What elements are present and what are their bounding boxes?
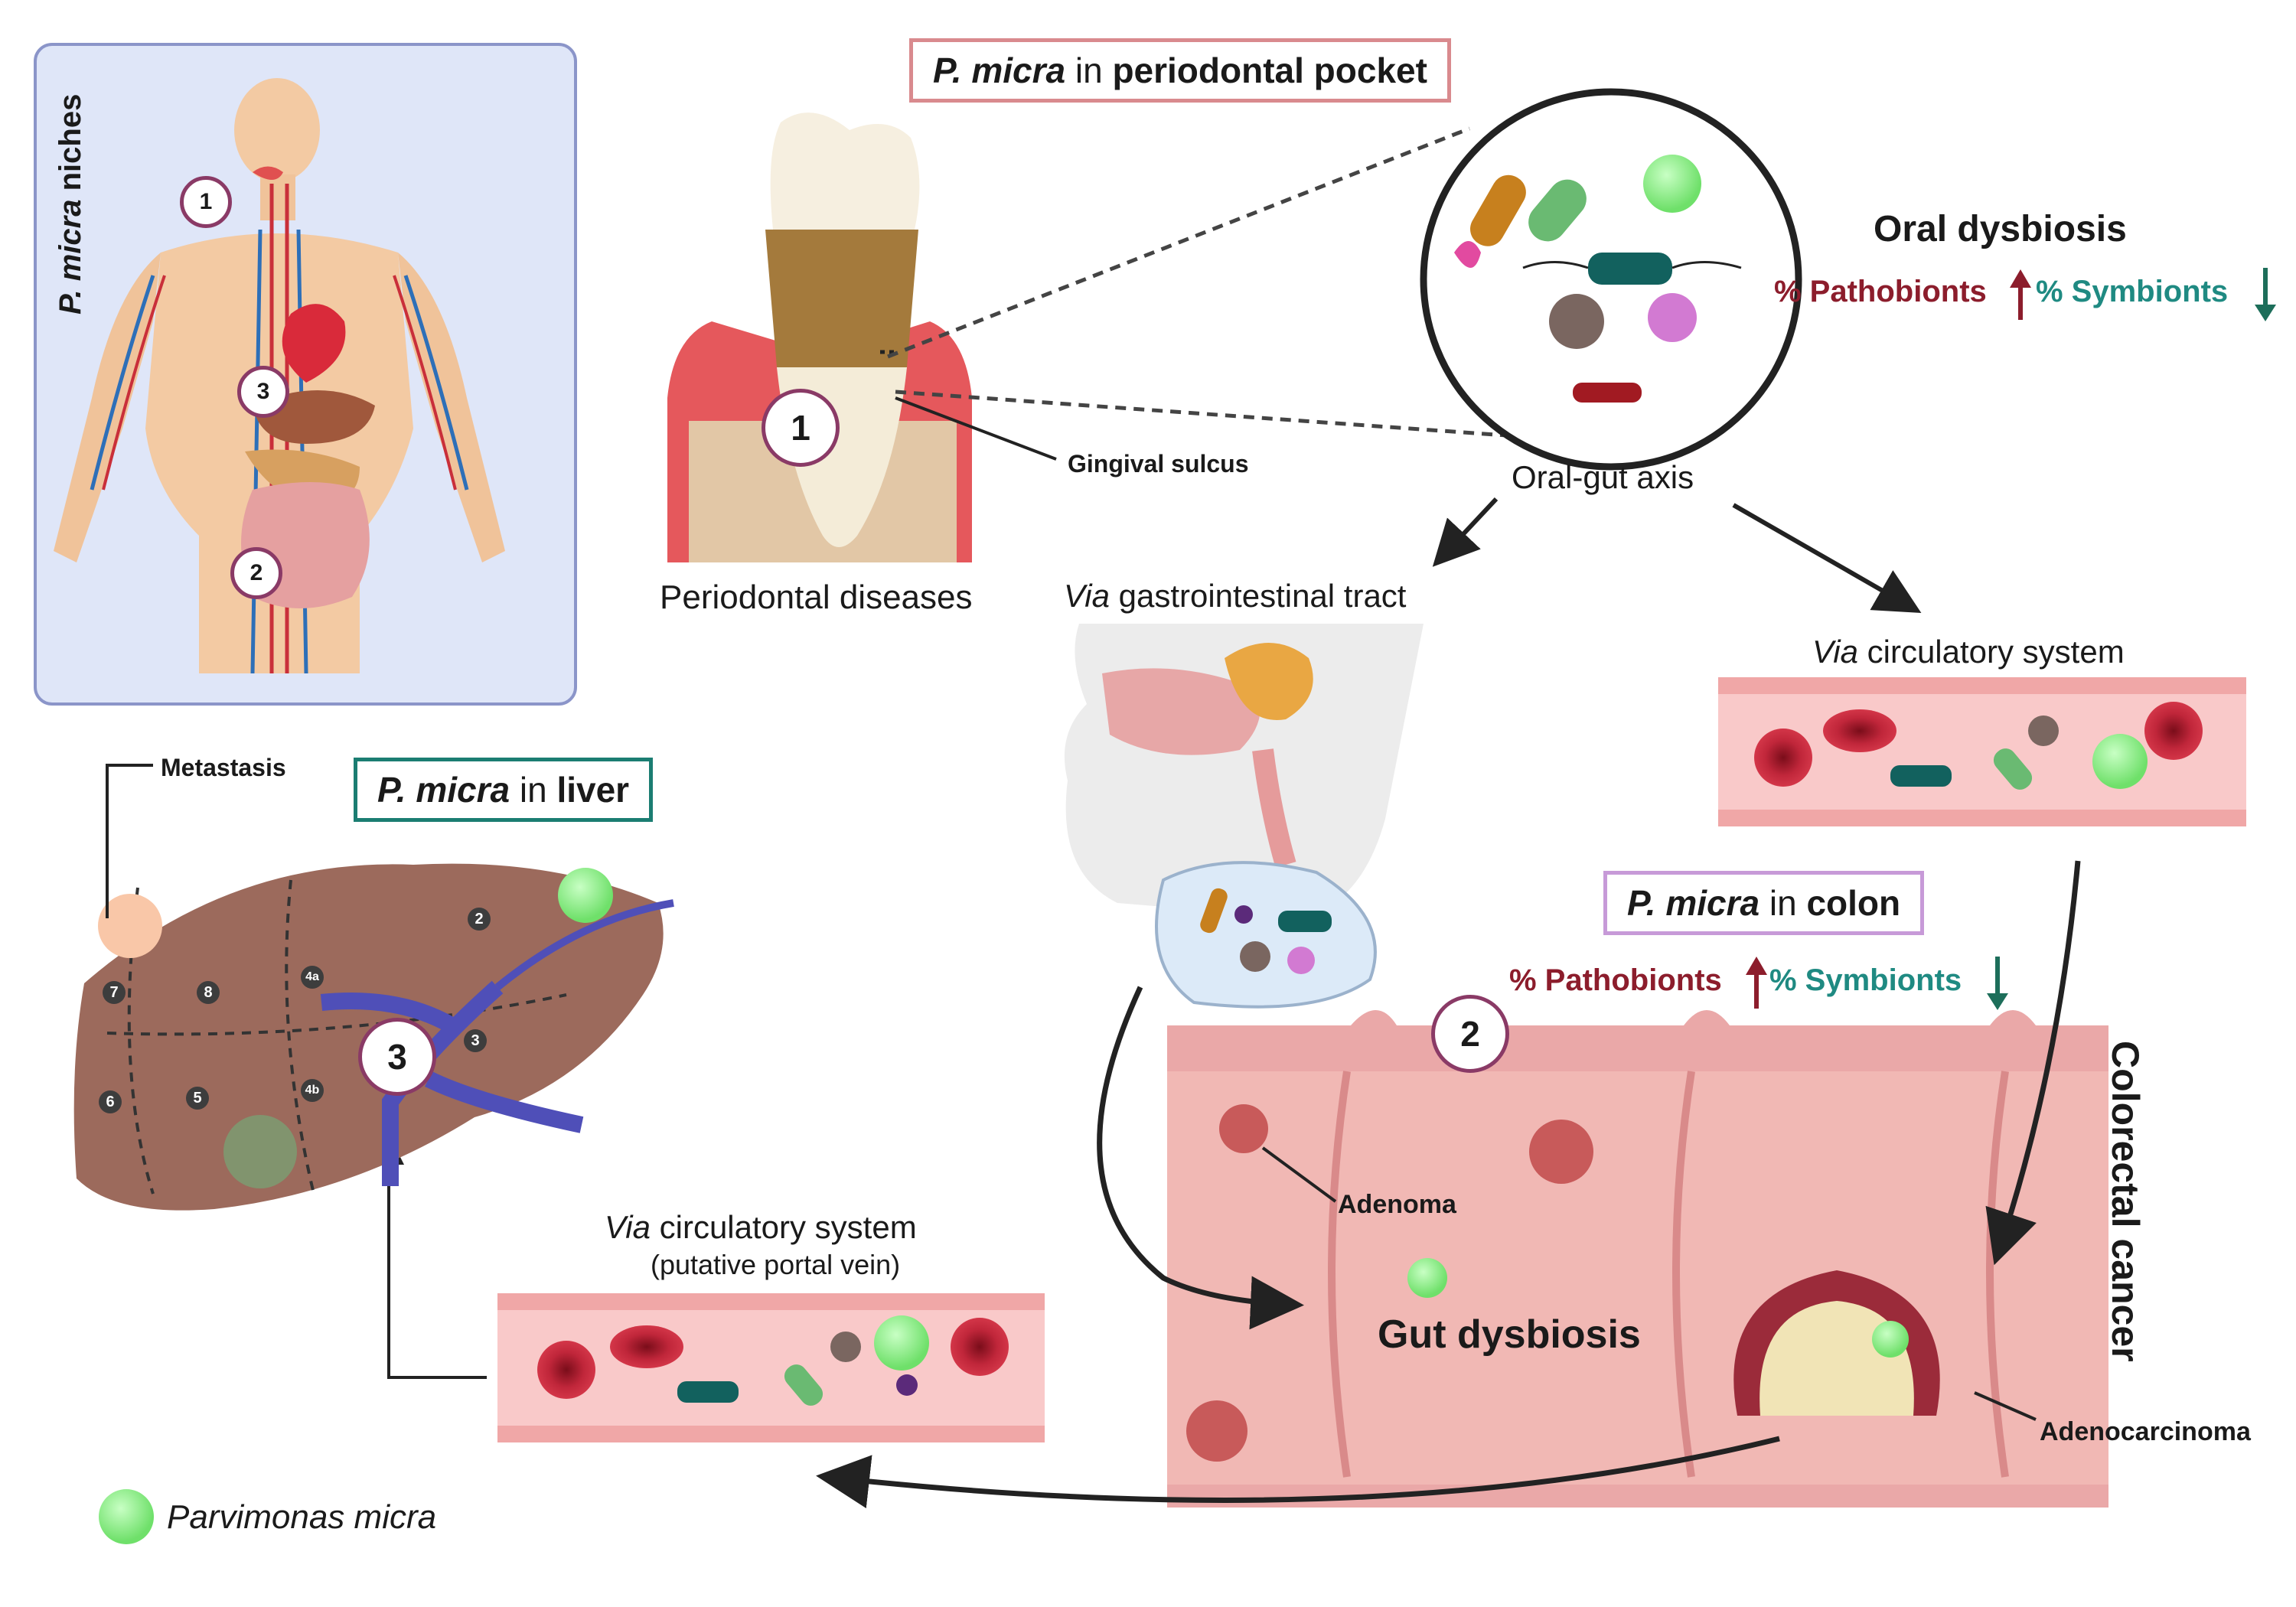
niches-title: P. micra niches: [54, 93, 87, 315]
oral-pathobionts-label: % Pathobionts: [1774, 275, 1987, 308]
zoom-line-bottom: [895, 390, 1539, 440]
colorectal-cancer-label: Colorectal cancer: [2104, 1041, 2147, 1362]
oral-trend-arrows: [2010, 268, 2276, 321]
head-gi-illustration: [1064, 624, 1424, 1009]
gingival-sulcus-label: Gingival sulcus: [1068, 450, 1249, 478]
niche-marker-2: 2: [230, 547, 282, 599]
portal-route-label: Via circulatory system: [605, 1209, 917, 1245]
oral-dysbiosis-title: Oral dysbiosis: [1874, 209, 2127, 249]
colon-label: P. micra in colon: [1603, 871, 1925, 935]
periodontal-pocket-label: P. micra in periodontal pocket: [909, 38, 1451, 103]
periodontal-diseases-caption: Periodontal diseases: [660, 579, 973, 616]
liver-segment-8: 8: [197, 981, 220, 1004]
adenocarcinoma-label: Adenocarcinoma: [2040, 1417, 2251, 1446]
human-body-figure: [54, 78, 505, 674]
periodontal-marker: 1: [762, 389, 840, 467]
colon-pathobionts-label: % Pathobionts: [1509, 963, 1722, 997]
gut-dysbiosis-label: Gut dysbiosis: [1378, 1312, 1641, 1357]
arrow-portal-to-liver: [373, 1134, 487, 1379]
oral-microbiome-circle: [1420, 88, 1802, 471]
tooth-illustration: [667, 112, 972, 562]
liver-segment-7: 7: [103, 981, 126, 1004]
liver-segment-5: 5: [186, 1087, 209, 1110]
legend-p-micra-dot: [99, 1489, 154, 1544]
adenocarcinoma-pointer: [1974, 1391, 2037, 1421]
sulcus-pointer: [895, 396, 1057, 461]
portal-route-sublabel: (putative portal vein): [651, 1249, 901, 1280]
niche-marker-3: 3: [237, 366, 289, 418]
liver-label: P. micra in liver: [354, 758, 654, 822]
arrow-to-gi: [1432, 497, 1499, 567]
niches-panel: [34, 43, 577, 706]
blood-vessel-right: [1718, 677, 2246, 826]
metastasis-label: Metastasis: [161, 754, 286, 781]
adenoma-label: Adenoma: [1338, 1190, 1456, 1219]
colon-marker: 2: [1431, 995, 1509, 1073]
liver-segment-6: 6: [99, 1090, 122, 1113]
liver-segment-4a: 4a: [301, 966, 324, 989]
arrow-gi-to-colon: [1097, 986, 1304, 1330]
circulatory-route-label: Via circulatory system: [1812, 634, 2125, 670]
metastasis-pointer: [106, 764, 153, 918]
arrow-circulatory-to-colon: [1985, 860, 2081, 1266]
oral-gut-axis-label: Oral-gut axis: [1512, 459, 1694, 495]
legend-label: Parvimonas micra: [167, 1498, 437, 1536]
arrow-to-circulatory: [1732, 503, 1922, 613]
colon-trend-arrows: [1746, 957, 2008, 1010]
liver-segment-2: 2: [468, 908, 491, 931]
liver-segment-3: 3: [464, 1029, 487, 1052]
gi-tract-route-label: Via gastrointestinal tract: [1064, 578, 1407, 614]
liver-marker: 3: [358, 1018, 436, 1096]
oral-symbionts-label: % Symbionts: [2036, 275, 2229, 308]
blood-vessel-portal: [497, 1293, 1045, 1442]
colon-illustration: [1167, 1010, 2108, 1508]
liver-segment-4b: 4b: [301, 1079, 324, 1102]
colon-symbionts-label: % Symbionts: [1769, 963, 1962, 997]
adenoma-pointer: [1261, 1146, 1337, 1203]
arrow-colon-to-portal: [816, 1436, 1780, 1508]
zoom-line-top: [887, 126, 1470, 359]
niche-marker-1: 1: [180, 176, 232, 228]
